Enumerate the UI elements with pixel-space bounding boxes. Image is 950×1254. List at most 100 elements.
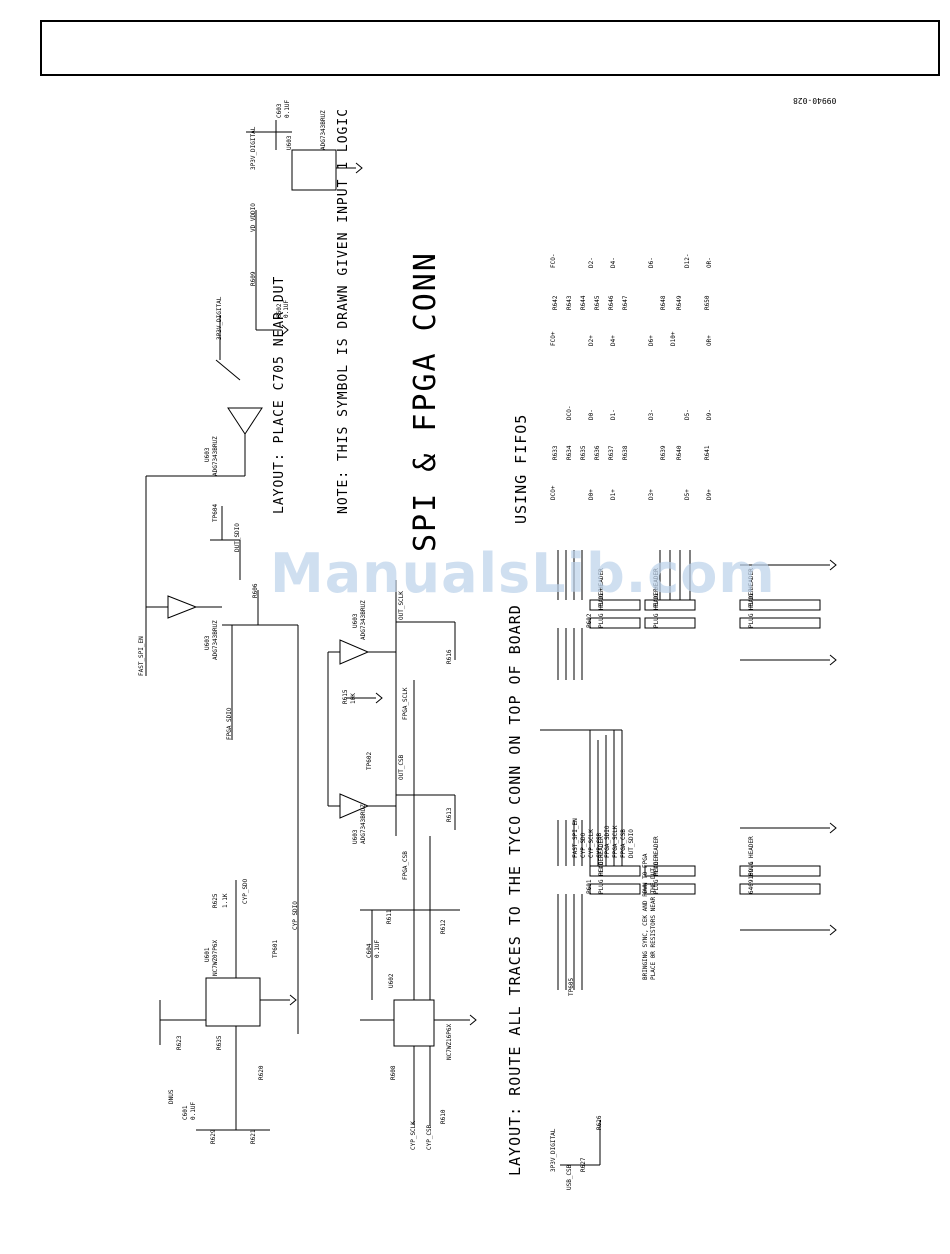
- r615-ref: R615: [342, 689, 349, 704]
- lvds-a-7: D3-: [648, 409, 655, 420]
- rbank-b-3: R645: [594, 295, 601, 310]
- fpga-sig-5: FPGA_SCLK: [612, 825, 619, 858]
- r606-ref: R606: [252, 583, 259, 598]
- lvds-b-6: D6+: [648, 335, 655, 346]
- rbank-a-5: R638: [622, 445, 629, 460]
- rbank-b-8: R650: [704, 295, 711, 310]
- heading-using-fifo: USING FIFO5: [512, 413, 530, 524]
- rbank-a-2: R635: [580, 445, 587, 460]
- p601-part: 6469169-1: [748, 861, 755, 894]
- u603a-part: ADG7343BRUZ: [212, 436, 219, 476]
- c604-ref: C604: [366, 943, 373, 958]
- lvds-a-9: D5-: [684, 409, 691, 420]
- net-cyp-csb: CYP_CSB: [426, 1124, 433, 1150]
- lvds-a-0: DCO+: [550, 485, 557, 500]
- r623-ref: R623: [176, 1035, 183, 1050]
- lvds-a-2: D0+: [588, 489, 595, 500]
- u603b-ref: U603: [204, 635, 211, 650]
- c604-val: 0.1UF: [374, 939, 381, 958]
- r608-ref: R608: [390, 1065, 397, 1080]
- rbank-b-0: R642: [552, 295, 559, 310]
- lvds-a-4: D1+: [610, 489, 617, 500]
- buffer-u603a: [227, 407, 263, 435]
- u603a-ref: U603: [204, 447, 211, 462]
- rbank-b-4: R646: [608, 295, 615, 310]
- tp605-ref: TP605: [568, 977, 575, 996]
- r610-ref: R610: [440, 1109, 447, 1124]
- r616-ref: R616: [446, 649, 453, 664]
- net-fast-spi-en: FAST_SPI_EN: [138, 636, 145, 676]
- u601-part: NC7WZ07P6X: [212, 939, 219, 976]
- p601-ref: P601: [586, 879, 593, 894]
- lvds-b-1: FCO-: [550, 253, 557, 268]
- fpga-sig-2: CYP_SCLK: [588, 829, 595, 858]
- net-fpga-sdio: FPGA_SDIO: [226, 707, 233, 740]
- rbank-b-1: R643: [566, 295, 573, 310]
- lvds-b-7: D6-: [648, 257, 655, 268]
- r625-ref: R625: [212, 893, 219, 908]
- rbank-a-6: R639: [660, 445, 667, 460]
- net-3p3v-top: 3P3V_DIGITAL: [250, 126, 257, 170]
- r613-ref: R613: [446, 807, 453, 822]
- u601-body: [205, 977, 261, 1027]
- net-cyp-sclk: CYP_SCLK: [410, 1121, 417, 1150]
- u603-top-part: ADG7343BRUZ: [320, 110, 327, 150]
- note-bringing-sync: BRINGING SYNC, CEK AND PDWN TO FPGA: [642, 853, 649, 980]
- rbank-a-3: R636: [594, 445, 601, 460]
- u601-ref: U601: [204, 947, 211, 962]
- rbank-b-5: R647: [622, 295, 629, 310]
- c601-ref: C601: [182, 1105, 189, 1120]
- heading-spi-fpga-conn: SPI & FPGA CONN: [408, 251, 443, 552]
- u603c-part: ADG7343BRUZ: [360, 600, 367, 640]
- lvds-a-1: DCO-: [566, 405, 573, 420]
- note-symbol: NOTE: THIS SYMBOL IS DRAWN GIVEN INPUT 1…: [336, 107, 351, 514]
- u603b-part: ADG7343BRUZ: [212, 620, 219, 660]
- u603d-ref: U603: [352, 829, 359, 844]
- net-dut-sdio: DUT_SDIO: [234, 523, 241, 552]
- buffer-u603b: [167, 595, 198, 619]
- rbank-a-0: R633: [552, 445, 559, 460]
- rbank-b-2: R644: [580, 295, 587, 310]
- c602-ref: C602: [276, 303, 283, 318]
- u603c-ref: U603: [352, 613, 359, 628]
- net-vd-vddio: VD_VDDIO: [250, 203, 257, 232]
- lvds-b-11: OR-: [706, 257, 713, 268]
- buffer-u603c: [339, 639, 370, 665]
- p602-ref: P602: [586, 613, 593, 628]
- u602-ref: U602: [388, 973, 395, 988]
- u603d-part: ADG7343BRUZ: [360, 804, 367, 844]
- tp601-ref: TP601: [272, 939, 279, 958]
- r615-val: 10K: [350, 693, 357, 704]
- r625-val: 1.1K: [222, 893, 229, 908]
- tp604-ref: TP604: [212, 503, 219, 522]
- title-block: [40, 20, 940, 76]
- c601-val: 0.1UF: [190, 1101, 197, 1120]
- rbank-a-4: R637: [608, 445, 615, 460]
- watermark: ManualsLib.com: [270, 542, 776, 605]
- u603-top-ref: U603: [286, 135, 293, 150]
- lvds-b-5: D4-: [610, 257, 617, 268]
- net-cyp-sdio: CYP_SDIO: [292, 901, 299, 930]
- u602-body: [393, 999, 435, 1047]
- c603-val: 0.1UF: [284, 99, 291, 118]
- lvds-b-3: D2-: [588, 257, 595, 268]
- c603-ref: C603: [276, 103, 283, 118]
- rbank-a-8: R641: [704, 445, 711, 460]
- fpga-sig-3: CYP_CSB: [596, 832, 603, 858]
- lvds-a-8: D5+: [684, 489, 691, 500]
- tp602-ref: TP602: [366, 751, 373, 770]
- lvds-a-10: D9+: [706, 489, 713, 500]
- r629-ref: R629: [210, 1129, 217, 1144]
- net-3p3v-r627: 3P3V_DIGITAL: [550, 1128, 557, 1172]
- rbank-b-6: R648: [660, 295, 667, 310]
- pin-leads: [540, 550, 830, 990]
- net-fpga-sclk: FPGA_SCLK: [402, 687, 409, 720]
- rbank-a-7: R640: [676, 445, 683, 460]
- connector-headers: [589, 599, 821, 895]
- r635-ref: R635: [216, 1035, 223, 1050]
- r612-ref: R612: [440, 919, 447, 934]
- c602-val: 0.1UF: [283, 299, 290, 318]
- r626-ref: R626: [596, 1115, 603, 1130]
- p601-header-d: PLUG HEADER: [653, 854, 660, 894]
